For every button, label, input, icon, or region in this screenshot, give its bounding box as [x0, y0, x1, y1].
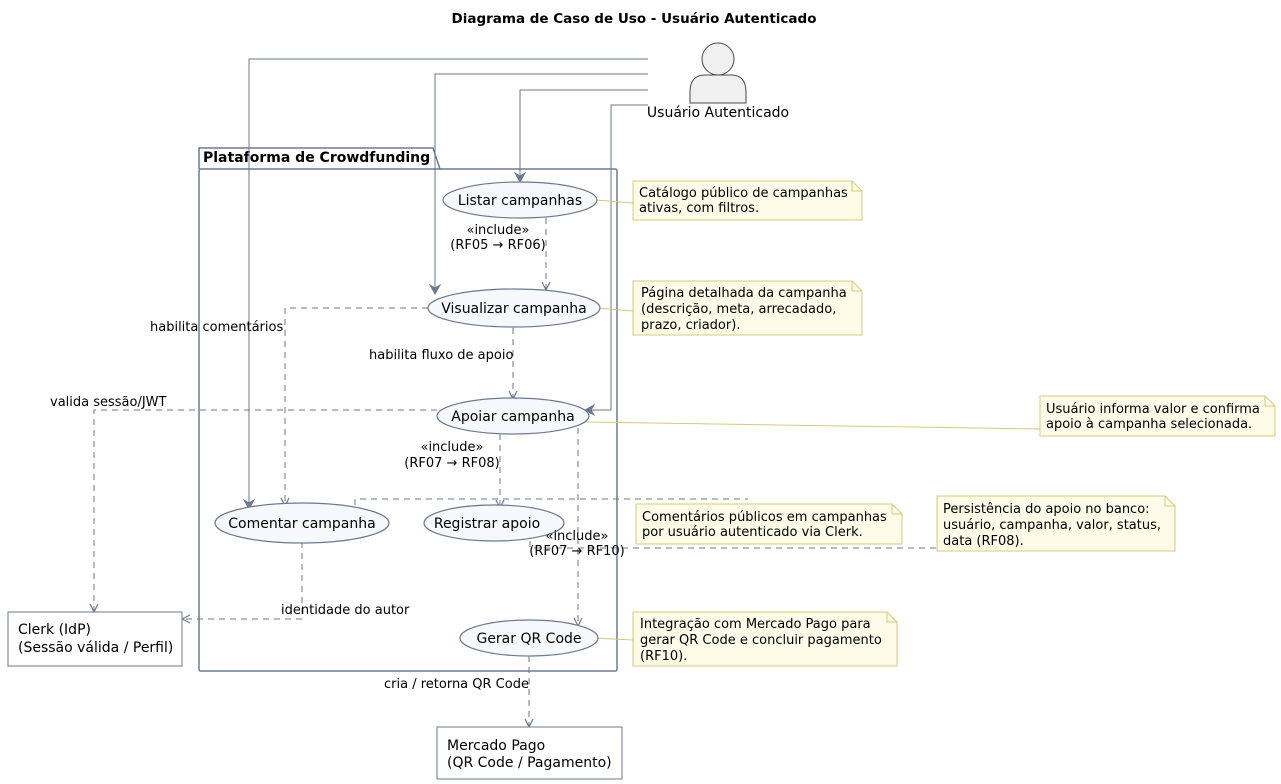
use-case-apoiar-campanha[interactable]: Apoiar campanha: [436, 397, 590, 435]
system-mercado-pago-line-1: Mercado Pago: [447, 738, 545, 754]
note-visualizar-line-1: Página detalhada da campanha: [641, 286, 847, 301]
label-identidade-autor: identidade do autor: [281, 603, 410, 618]
label-cria-qr: cria / retorna QR Code: [384, 677, 529, 692]
note-link-comentar: [354, 498, 748, 505]
note-gerar-qr-line-3: (RF10).: [640, 649, 687, 664]
assoc-visualizar: [435, 73, 648, 294]
label-habilita-comentarios: habilita comentários: [150, 320, 283, 335]
system-clerk-line-1: Clerk (IdP): [18, 622, 91, 638]
note-apoiar: Usuário informa valor e confirma apoio à…: [1039, 395, 1276, 437]
label-habilita-fluxo: habilita fluxo de apoio: [369, 348, 513, 363]
note-link-registrar: [529, 541, 937, 549]
note-registrar: Persistência do apoio no banco: usuário,…: [936, 495, 1176, 552]
diagram-title: Diagrama de Caso de Uso - Usuário Autent…: [452, 11, 817, 27]
note-link-visualizar: [595, 307, 634, 312]
assoc-apoiar: [585, 104, 648, 410]
use-case-label: Visualizar campanha: [441, 301, 587, 317]
note-visualizar: Página detalhada da campanha (descrição,…: [632, 280, 863, 336]
note-link-apoiar: [584, 421, 1041, 430]
note-comentar: Comentários públicos em campanhas por us…: [635, 503, 903, 545]
note-listar-line-1: Catálogo público de campanhas: [639, 186, 848, 201]
note-apoiar-line-2: apoio à campanha selecionada.: [1046, 417, 1252, 432]
label-include-1-stereotype: «include»: [466, 223, 529, 238]
label-include-3-stereotype: «include»: [545, 529, 608, 544]
actor-name: Usuário Autenticado: [647, 105, 789, 121]
rel-valida-sessao: [94, 409, 437, 612]
use-case-listar-campanhas[interactable]: Listar campanhas: [442, 181, 598, 219]
label-include-2-req: (RF07 → RF08): [404, 456, 499, 471]
note-comentar-line-1: Comentários públicos em campanhas: [642, 510, 887, 525]
use-case-visualizar-campanha[interactable]: Visualizar campanha: [427, 288, 601, 328]
note-comentar-line-2: por usuário autenticado via Clerk.: [642, 525, 863, 540]
user-actor-icon: [689, 42, 747, 104]
use-case-label: Apoiar campanha: [451, 409, 574, 425]
use-case-registrar-apoio[interactable]: Registrar apoio: [423, 504, 565, 542]
use-case-label: Listar campanhas: [458, 193, 582, 209]
note-visualizar-line-3: prazo, criador).: [641, 318, 740, 333]
note-registrar-line-3: data (RF08).: [943, 534, 1024, 549]
note-gerar-qr-line-2: gerar QR Code e concluir pagamento: [640, 633, 882, 648]
note-apoiar-line-1: Usuário informa valor e confirma: [1046, 402, 1260, 417]
system-clerk-line-2: (Sessão válida / Perfil): [18, 640, 173, 656]
use-case-label: Gerar QR Code: [476, 631, 581, 647]
label-valida-sessao: valida sessão/JWT: [50, 395, 167, 410]
note-visualizar-line-2: (descrição, meta, arrecadado,: [641, 302, 836, 317]
label-include-2-stereotype: «include»: [420, 440, 483, 455]
actor-usuario-autenticado: Usuário Autenticado: [647, 42, 789, 121]
note-registrar-line-2: usuário, campanha, valor, status,: [943, 518, 1161, 533]
note-link-gerar: [592, 637, 634, 641]
system-clerk[interactable]: Clerk (IdP) (Sessão válida / Perfil): [7, 611, 183, 667]
label-include-1-req: (RF05 → RF06): [450, 238, 545, 253]
rel-identidade-autor: [182, 542, 303, 619]
package-plataforma: Plataforma de Crowdfunding: [198, 147, 618, 672]
label-include-3-req: (RF07 → RF10): [529, 544, 624, 559]
package-title: Plataforma de Crowdfunding: [203, 150, 430, 166]
use-case-comentar-campanha[interactable]: Comentar campanha: [214, 502, 390, 544]
assoc-comentar: [249, 58, 648, 509]
note-listar: Catálogo público de campanhas ativas, co…: [632, 180, 863, 221]
rel-habilita-comentarios: [285, 307, 428, 506]
use-case-label: Comentar campanha: [228, 516, 375, 532]
note-registrar-line-1: Persistência do apoio no banco:: [943, 502, 1150, 517]
note-listar-line-2: ativas, com filtros.: [639, 201, 759, 216]
use-case-label: Registrar apoio: [434, 516, 540, 532]
note-gerar-qr-line-1: Integração com Mercado Pago para: [640, 617, 871, 632]
system-mercado-pago-line-2: (QR Code / Pagamento): [447, 755, 612, 771]
system-mercado-pago[interactable]: Mercado Pago (QR Code / Pagamento): [436, 726, 623, 780]
use-case-gerar-qr-code[interactable]: Gerar QR Code: [459, 619, 599, 657]
assoc-listar: [520, 89, 648, 182]
note-gerar-qr: Integração com Mercado Pago para gerar Q…: [632, 611, 898, 667]
note-link-listar: [595, 199, 634, 204]
